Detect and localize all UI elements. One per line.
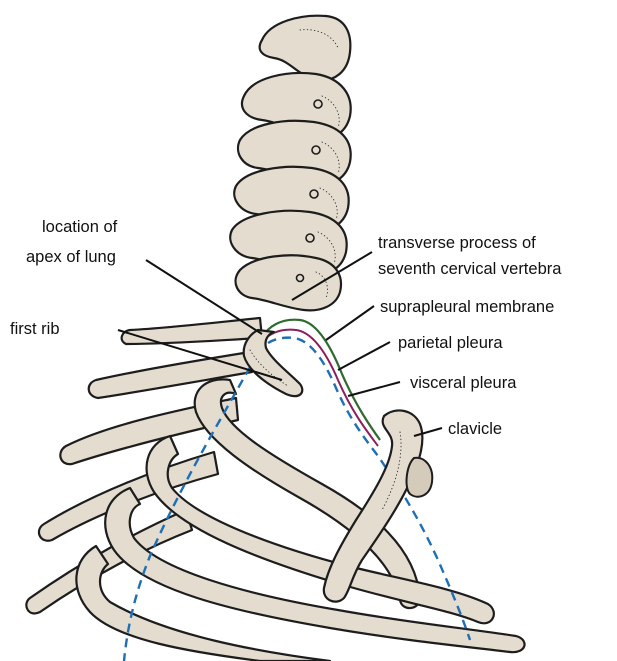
label-parietal: parietal pleura bbox=[398, 334, 503, 352]
leader-suprapleural bbox=[326, 306, 374, 340]
vertebra-c7 bbox=[236, 255, 341, 310]
cervical-vertebrae bbox=[230, 16, 350, 311]
label-apex-line1: location of bbox=[42, 218, 118, 236]
clavicle-end bbox=[407, 458, 433, 497]
label-visceral: visceral pleura bbox=[410, 374, 517, 392]
label-apex-line2: apex of lung bbox=[26, 248, 116, 266]
label-suprapleural: suprapleural membrane bbox=[380, 298, 554, 316]
rib-posterior-1 bbox=[122, 318, 262, 344]
label-first-rib: first rib bbox=[10, 320, 60, 338]
label-transverse-line1: transverse process of bbox=[378, 234, 536, 252]
leader-parietal bbox=[338, 342, 390, 370]
label-clavicle: clavicle bbox=[448, 420, 502, 438]
leader-visceral bbox=[348, 382, 400, 396]
label-transverse-line2: seventh cervical vertebra bbox=[378, 260, 562, 278]
vertebra-c2 bbox=[260, 16, 351, 81]
